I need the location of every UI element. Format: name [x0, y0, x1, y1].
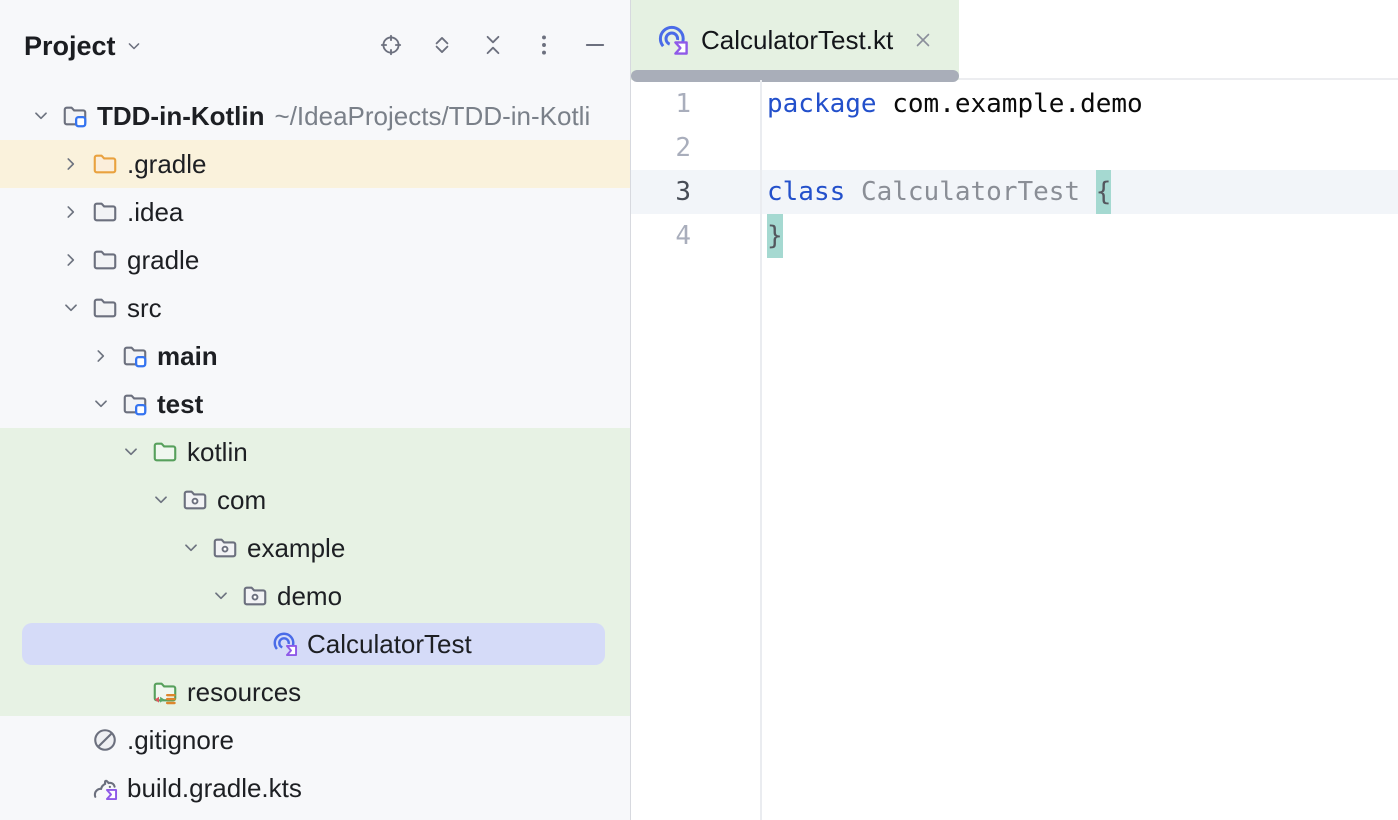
folder-orange-icon [92, 151, 118, 177]
editor-tab-label: CalculatorTest.kt [701, 24, 894, 55]
tree-item-main[interactable]: main [0, 332, 630, 380]
folder-icon [92, 247, 118, 273]
chevron-down-icon[interactable] [84, 393, 122, 415]
code-token-brace: } [767, 214, 783, 258]
tree-item-label: test [157, 388, 204, 419]
expand-all-icon [429, 32, 455, 61]
hide-tool-window-button[interactable] [580, 31, 610, 61]
chevron-down-icon[interactable] [174, 537, 212, 559]
project-tree: TDD-in-Kotlin ~/IdeaProjects/TDD-in-Kotli… [0, 92, 630, 812]
tree-item-label: TDD-in-Kotlin [97, 100, 265, 131]
kotlin-test-class-icon [272, 631, 298, 657]
tree-item-src[interactable]: src [0, 284, 630, 332]
package-icon [182, 487, 208, 513]
close-icon[interactable] [911, 28, 935, 52]
tree-item-label: resources [187, 676, 302, 707]
gradle-kts-file-icon [92, 775, 118, 801]
editor-area: CalculatorTest.kt 1 package com.example.d… [631, 0, 1398, 820]
chevron-down-icon[interactable] [204, 585, 242, 607]
tree-item-label: .gradle [127, 148, 207, 179]
line-number[interactable]: 3 [675, 177, 691, 207]
code-token-keyword: package [767, 89, 877, 119]
project-path: ~/IdeaProjects/TDD-in-Kotli [274, 100, 591, 131]
minimize-icon [582, 32, 608, 61]
project-tool-window: Project TDD-in-Kotlin~/IdeaProjec [0, 0, 631, 820]
tree-item-label: build.gradle.kts [127, 772, 302, 803]
test-resources-folder-icon [152, 679, 178, 705]
tree-item-label: .idea [127, 196, 184, 227]
code-line-4[interactable]: 4} [631, 214, 1398, 258]
package-icon [212, 535, 238, 561]
chevron-right-icon[interactable] [54, 153, 92, 175]
tree-item-label: main [157, 340, 218, 371]
code-token-plain [845, 177, 861, 207]
target-icon [378, 32, 404, 61]
kebab-menu-icon [531, 32, 557, 61]
tree-item--idea[interactable]: .idea [0, 188, 630, 236]
chevron-down-icon [124, 36, 144, 56]
module-folder-icon [122, 343, 148, 369]
chevron-down-icon[interactable] [114, 441, 152, 463]
tree-item-build-gradle-kts[interactable]: build.gradle.kts [0, 764, 630, 812]
collapse-all-icon [480, 32, 506, 61]
line-number[interactable]: 4 [675, 221, 691, 251]
more-options-button[interactable] [529, 31, 559, 61]
code-token-plain [1080, 177, 1096, 207]
tree-item--gradle[interactable]: .gradle [0, 140, 630, 188]
tree-item-label: demo [277, 580, 343, 611]
tree-item-tdd-in-kotlin[interactable]: TDD-in-Kotlin ~/IdeaProjects/TDD-in-Kotli [0, 92, 630, 140]
tree-item-label: .gitignore [127, 724, 234, 755]
code-editor[interactable]: 1 package com.example.demo 2 3 class Calcula… [631, 80, 1398, 820]
code-line-3[interactable]: 3 class CalculatorTest { [631, 170, 1398, 214]
tree-item-gradle[interactable]: gradle [0, 236, 630, 284]
module-folder-icon [122, 391, 148, 417]
editor-tab-calculatortest[interactable]: CalculatorTest.kt [631, 0, 960, 82]
gutter-separator [760, 80, 762, 820]
project-panel-header: Project [0, 0, 630, 92]
tree-item-label: com [217, 484, 267, 515]
chevron-down-icon[interactable] [54, 297, 92, 319]
project-view-selector[interactable]: Project [24, 31, 144, 62]
tree-item-resources[interactable]: resources [0, 668, 630, 716]
line-number[interactable]: 1 [675, 89, 691, 119]
code-token-unused: CalculatorTest [860, 177, 1081, 207]
code-line-1[interactable]: 1 package com.example.demo [631, 82, 1398, 126]
tree-item-com[interactable]: com [0, 476, 630, 524]
line-number[interactable]: 2 [675, 133, 691, 163]
tree-item--gitignore[interactable]: .gitignore [0, 716, 630, 764]
tree-item-label: example [247, 532, 346, 563]
module-folder-icon [62, 103, 88, 129]
code-lines: 1 package com.example.demo 2 3 class Calcula… [631, 82, 1398, 258]
tree-item-calculatortest[interactable]: CalculatorTest [0, 620, 630, 668]
active-tab-indicator [631, 70, 960, 82]
kotlin-test-class-icon [657, 24, 689, 56]
folder-icon [92, 199, 118, 225]
code-token-plain: com.example.demo [876, 89, 1143, 119]
chevron-right-icon[interactable] [54, 201, 92, 223]
code-token-keyword: class [767, 177, 846, 207]
tree-item-test[interactable]: test [0, 380, 630, 428]
collapse-all-button[interactable] [478, 31, 508, 61]
code-line-2[interactable]: 2 [631, 126, 1398, 170]
tree-item-kotlin[interactable]: kotlin [0, 428, 630, 476]
chevron-right-icon[interactable] [54, 249, 92, 271]
folder-green-icon [152, 439, 178, 465]
chevron-right-icon[interactable] [84, 345, 122, 367]
ignored-file-icon [92, 727, 118, 753]
tree-item-label: CalculatorTest [307, 628, 472, 659]
tree-item-label: kotlin [187, 436, 248, 467]
locate-opened-file-button[interactable] [376, 31, 406, 61]
code-token-brace: { [1095, 170, 1112, 214]
tree-item-label: gradle [127, 244, 200, 275]
editor-tab-bar: CalculatorTest.kt [631, 0, 1398, 82]
expand-all-button[interactable] [427, 31, 457, 61]
folder-icon [92, 295, 118, 321]
package-icon [242, 583, 268, 609]
panel-title: Project [24, 30, 116, 61]
tree-item-demo[interactable]: demo [0, 572, 630, 620]
tree-item-example[interactable]: example [0, 524, 630, 572]
tree-item-label: src [127, 292, 162, 323]
chevron-down-icon[interactable] [24, 105, 62, 127]
chevron-down-icon[interactable] [144, 489, 182, 511]
